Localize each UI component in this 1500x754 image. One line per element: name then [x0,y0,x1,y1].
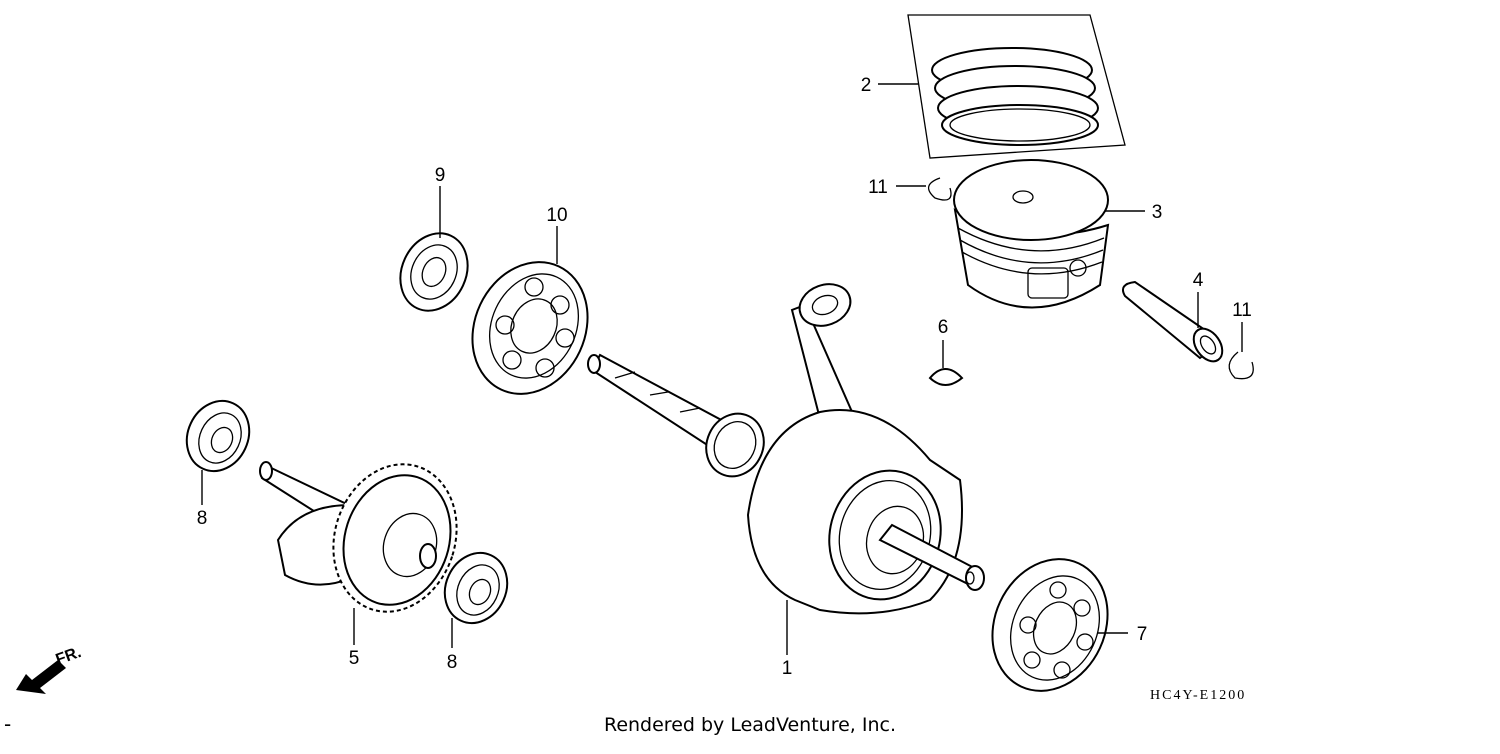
bearing-8-upper[interactable] [176,391,261,482]
piston-ring-set[interactable] [907,14,1126,159]
direction-label: FR. [54,644,84,669]
diagram-code: HC4Y-E1200 [1150,688,1246,703]
callout-11-upper: 11 [868,177,888,198]
callout-8-lower: 8 [447,652,458,673]
callout-1: 1 [782,658,793,679]
callout-11-lower: 11 [1232,300,1252,321]
woodruff-key[interactable] [928,368,964,386]
circlip-lower[interactable] [1228,351,1254,380]
leader-lines [201,83,1243,655]
bearing-large-10[interactable] [451,243,608,413]
callout-4: 4 [1193,270,1204,291]
callout-7: 7 [1137,624,1148,645]
callout-6: 6 [938,317,949,338]
bearing-small-9[interactable] [388,222,480,322]
callout-3: 3 [1152,202,1163,223]
footer-credit: Rendered by LeadVenture, Inc. [603,714,897,736]
footer-marker: - [4,712,12,736]
callout-5: 5 [349,648,360,669]
piston-pin[interactable] [1122,280,1228,367]
crankshaft-assembly[interactable] [587,277,985,615]
bearing-8-lower[interactable] [434,543,519,634]
piston[interactable] [953,159,1110,309]
circlip-upper[interactable] [928,177,952,201]
callout-8-upper: 8 [197,508,208,529]
bearing-7[interactable] [971,540,1128,710]
callout-2: 2 [861,75,872,96]
callout-10: 10 [546,205,567,226]
balancer-shaft[interactable] [259,448,475,628]
front-direction-arrow: FR. [16,644,84,694]
callout-9: 9 [435,165,446,186]
